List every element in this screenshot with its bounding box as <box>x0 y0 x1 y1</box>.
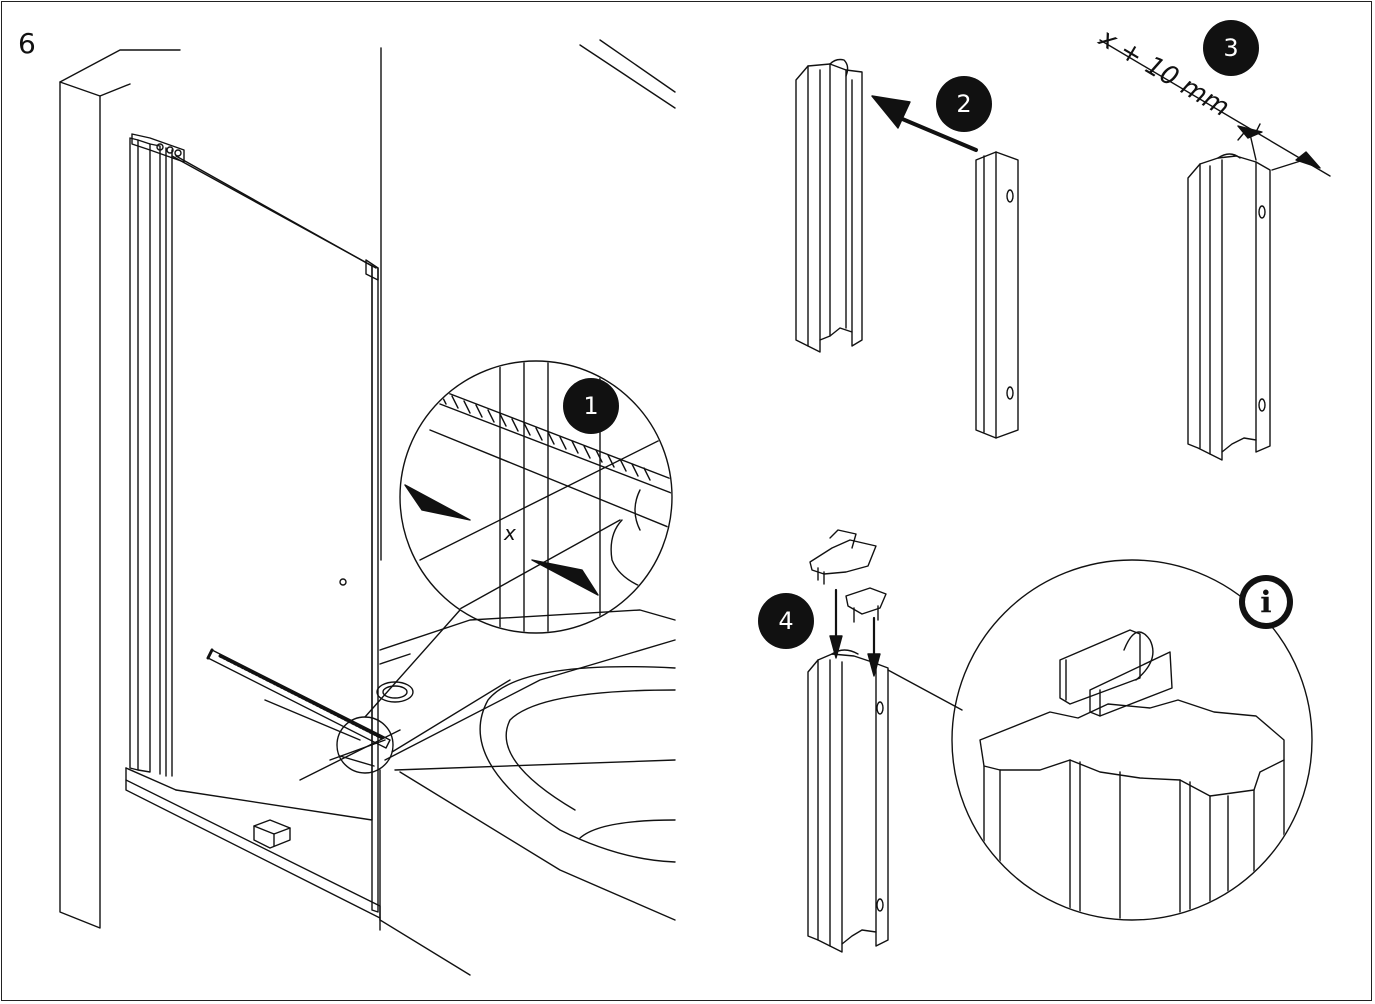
wall-profile-step2 <box>795 58 863 353</box>
info-icon-glyph: i <box>1260 586 1271 621</box>
step-badge-3-label: 3 <box>1223 34 1238 62</box>
measuring-tape <box>206 648 391 749</box>
step-badge-3: 3 <box>1203 20 1259 76</box>
step-badge-1-label: 1 <box>583 392 598 420</box>
arrow-icon <box>871 95 978 152</box>
step-badge-4-label: 4 <box>778 607 793 635</box>
detail-callout-1 <box>399 360 673 634</box>
step-badge-4: 4 <box>758 593 814 649</box>
shower-door-scene <box>59 39 676 976</box>
profile-with-caps-step4 <box>807 529 963 953</box>
measurement-label: x <box>503 521 516 545</box>
extension-profile-step2 <box>975 151 1019 439</box>
detail-callout-1-small <box>336 716 394 774</box>
figure-number: 6 <box>18 27 36 60</box>
step-badge-2-label: 2 <box>956 90 971 118</box>
step-badge-2: 2 <box>936 76 992 132</box>
cut-profile-step3 <box>1099 39 1331 461</box>
info-icon: i <box>1239 575 1293 629</box>
step-badge-1: 1 <box>563 378 619 434</box>
detail-callout-info <box>951 559 1313 921</box>
